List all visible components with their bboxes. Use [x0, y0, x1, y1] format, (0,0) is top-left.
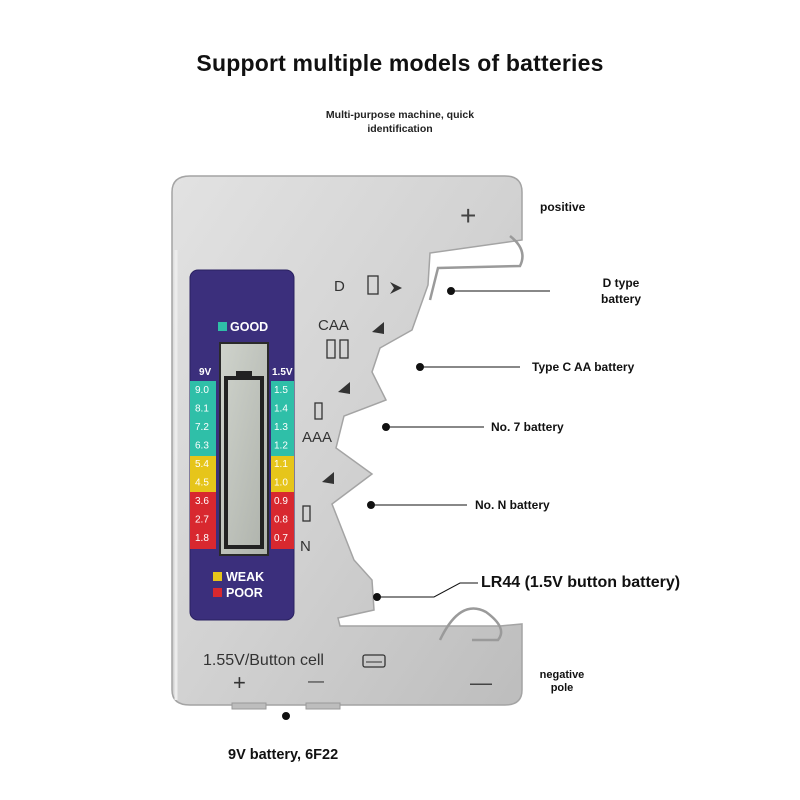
right-scale-value: 1.1	[274, 459, 288, 470]
right-scale-value: 1.3	[274, 422, 288, 433]
right-scale-value: 0.9	[274, 496, 288, 507]
button-clip	[438, 607, 503, 642]
right-scale	[271, 381, 294, 549]
callout-d-type-line-2: battery	[600, 292, 641, 306]
aa-battery-icon	[339, 339, 349, 359]
page-subtitle: Multi-purpose machine, quick identificat…	[300, 108, 500, 136]
button-cell-icon	[362, 654, 386, 668]
callout-lr44: LR44 (1.5V button battery)	[481, 574, 681, 591]
right-scale-value: 1.5	[274, 385, 288, 396]
callout-negative-line-2: pole	[550, 682, 574, 694]
left-scale	[190, 381, 216, 549]
callout-negative-pole: negative pole	[530, 669, 594, 694]
right-scale-value: 0.8	[274, 515, 288, 526]
subtitle-line-2: identification	[367, 123, 433, 135]
right-header: 1.5V	[272, 367, 293, 378]
right-scale-value: 1.2	[274, 441, 288, 452]
left-scale-value: 6.3	[195, 441, 209, 452]
left-scale-value: 5.4	[195, 459, 209, 470]
slot-label-d: D	[334, 278, 345, 295]
callout-positive: positive	[540, 200, 586, 214]
caa-arrow-icon	[372, 322, 384, 334]
callout-no7: No. 7 battery	[491, 420, 564, 434]
slot-label-caa: CAA	[318, 317, 349, 334]
callout-type-c-aa: Type C AA battery	[532, 360, 635, 374]
n-arrow-icon	[322, 472, 334, 484]
d-arrow-icon	[390, 282, 402, 294]
slot-label-n: N	[300, 538, 311, 555]
c-battery-icon	[326, 339, 336, 359]
left-scale-value: 2.7	[195, 515, 209, 526]
good-legend-swatch	[218, 322, 227, 331]
callout-d-type-line-1: D type	[602, 276, 640, 290]
aaa-battery-icon	[314, 402, 323, 420]
good-legend-label: GOOD	[230, 320, 268, 334]
d-clip	[428, 235, 524, 301]
left-scale-value: 1.8	[195, 533, 209, 544]
slot-label-aaa: AAA	[302, 429, 332, 446]
aaa-arrow-icon	[338, 382, 350, 394]
weak-legend-label: WEAK	[226, 570, 264, 584]
poor-legend-swatch	[213, 588, 222, 597]
callout-9v-battery: 9V battery, 6F22	[228, 747, 339, 763]
left-header: 9V	[199, 367, 212, 378]
left-scale-value: 9.0	[195, 385, 209, 396]
right-scale-value: 0.7	[274, 533, 288, 544]
page-title: Support multiple models of batteries	[196, 50, 604, 76]
poor-legend-label: POOR	[226, 586, 263, 600]
left-scale-value: 7.2	[195, 422, 209, 433]
callout-d-type: D type battery	[588, 276, 654, 306]
callout-negative-line-1: negative	[539, 669, 585, 681]
right-scale-value: 1.0	[274, 478, 288, 489]
subtitle-line-1: Multi-purpose machine, quick	[325, 109, 475, 121]
button-cell-label: 1.55V/Button cell	[203, 652, 324, 669]
top-plus-symbol: +	[460, 200, 476, 231]
nine-v-contact-left	[231, 702, 267, 710]
bottom-minus-symbol: —	[308, 673, 324, 690]
right-scale-value: 1.4	[274, 404, 288, 415]
nine-v-contact-right	[305, 702, 341, 710]
d-battery-icon	[367, 275, 379, 295]
n-battery-icon	[302, 505, 311, 522]
left-scale-value: 8.1	[195, 404, 209, 415]
bottom-plus-symbol: +	[233, 670, 246, 695]
left-scale-value: 3.6	[195, 496, 209, 507]
left-scale-value: 4.5	[195, 478, 209, 489]
weak-legend-swatch	[213, 572, 222, 581]
callout-no-n: No. N battery	[475, 498, 550, 512]
right-minus-symbol: —	[470, 670, 492, 695]
